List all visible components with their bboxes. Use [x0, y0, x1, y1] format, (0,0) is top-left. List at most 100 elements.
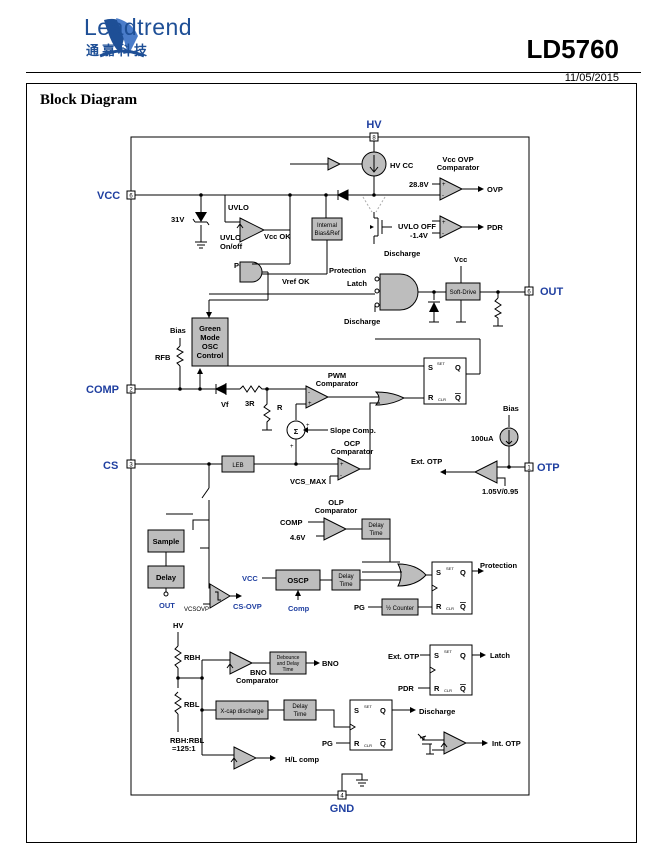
comp-under-label: Comp: [288, 604, 310, 613]
olp-comparator-label-2: Comparator: [315, 506, 358, 515]
leb-label: LEB: [232, 463, 243, 469]
prot-latch-q: Q: [460, 568, 466, 577]
svg-text:3: 3: [129, 463, 133, 469]
pin-out-label: OUT: [540, 286, 564, 298]
svg-text:6: 6: [527, 290, 531, 296]
r3-label: 3R: [245, 399, 255, 408]
protection-or-gate: [397, 563, 427, 587]
out-small-label: OUT: [159, 601, 175, 610]
olp-comparator: [323, 517, 348, 541]
int-otp-comparator: [443, 731, 468, 755]
prot-latch-r: R: [436, 602, 442, 611]
svg-text:8: 8: [372, 136, 376, 142]
green-mode-label-3: OSC: [202, 342, 219, 351]
pg-and-gate: [239, 261, 263, 283]
out-zener-icon: [428, 292, 440, 323]
xcap-latch-s: S: [354, 706, 359, 715]
vcc-ok-label: Vcc OK: [264, 232, 291, 241]
bno-label: BNO: [322, 659, 339, 668]
sample-label: Sample: [153, 537, 180, 546]
latch-clr: CLR: [444, 688, 452, 693]
soft-drive-label: Soft-Drive: [450, 290, 477, 296]
prot-latch-s: S: [436, 568, 441, 577]
bias-otp-label: Bias: [503, 404, 519, 413]
hl-comp-label: H/L comp: [285, 755, 319, 764]
pwm-sr-latch: [423, 357, 467, 405]
uvlo-comparator: [239, 217, 266, 243]
pin-gnd: 4 GND: [330, 790, 355, 815]
vcs-max-label: VCS_MAX: [290, 477, 326, 486]
vcc-ovp-label-2: Comparator: [437, 163, 480, 172]
svg-text:6: 6: [129, 194, 133, 200]
vcc-ovp-comparator: [439, 177, 464, 201]
pin-gnd-label: GND: [330, 803, 355, 815]
svg-text:-: -: [442, 193, 444, 199]
pdr-label: PDR: [487, 223, 503, 232]
olp-delay-label-2: Time: [369, 531, 383, 537]
latch-sr-latch: [429, 644, 473, 696]
xcap-delay-label-1: Delay: [292, 704, 307, 710]
svg-text:+: +: [308, 401, 312, 407]
r-label: R: [277, 403, 283, 412]
ext-otp-latch-label: Ext. OTP: [388, 652, 419, 661]
ext-otp-label: Ext. OTP: [411, 457, 442, 466]
svg-text:+: +: [306, 423, 310, 429]
output-and-gate: [379, 273, 419, 311]
oscp-label: OSCP: [287, 576, 308, 585]
bno-comparator: [229, 651, 254, 675]
svg-text:Σ: Σ: [294, 427, 299, 436]
pg-xcap-label: PG: [322, 739, 333, 748]
pin-hv: 8 HV: [366, 119, 382, 142]
debounce-label-1: Debounce: [277, 655, 300, 661]
int-otp-label: Int. OTP: [492, 739, 521, 748]
pin-vcc-label: VCC: [97, 190, 120, 202]
prot-latch-qbar: Q: [460, 602, 466, 611]
pg-counter-label: PG: [354, 603, 365, 612]
cs-ovp-comparator: [209, 583, 231, 609]
part-number: LD5760: [526, 34, 620, 64]
xcap-delay-label-2: Time: [293, 712, 307, 718]
ocp-comparator-label-1: OCP: [344, 439, 360, 448]
v288-label: 28.8V: [409, 180, 429, 189]
rfb-label: RFB: [155, 353, 171, 362]
pwm-comparator-label-1: PWM: [328, 371, 346, 380]
rbh-label: RBH: [184, 653, 200, 662]
pwm-latch-r: R: [428, 393, 434, 402]
half-counter-label: ½ Counter: [386, 605, 414, 612]
xcap-latch-qbar: Q: [380, 739, 386, 748]
discharge-label: Discharge: [384, 249, 420, 258]
comp-small-label: COMP: [280, 518, 303, 527]
protection-sr-latch: [431, 561, 473, 615]
xcap-latch-q: Q: [380, 706, 386, 715]
cs-ovp-label: CS-OVP: [233, 602, 262, 611]
latch-s: S: [434, 651, 439, 660]
hv-diode-icon: [336, 189, 349, 201]
svg-text:-: -: [308, 390, 310, 396]
v14-label: -1.4V: [410, 231, 428, 240]
green-mode-label-4: Control: [197, 351, 224, 360]
uvlo-onoff-label-1: UVLO: [220, 233, 241, 242]
hl-comparator: [233, 746, 258, 770]
vcsovp-label: VCSOVP: [184, 607, 209, 613]
zener-31v-icon: [192, 195, 210, 249]
pin-out: 6 OUT: [524, 286, 564, 298]
internal-bias-label-2: Bias&Ref: [314, 231, 339, 237]
svg-text:+: +: [290, 444, 294, 450]
uvlo-onoff-label-2: On/off: [220, 242, 243, 251]
protection-label: Protection: [329, 266, 367, 275]
pin-comp-label: COMP: [86, 384, 119, 396]
discharge-out-label: Discharge: [419, 707, 455, 716]
latch-label: Latch: [347, 279, 367, 288]
v31-label: 31V: [171, 215, 184, 224]
latch-q: Q: [460, 651, 466, 660]
debounce-label-2: and Delay: [277, 661, 300, 667]
header-rule: [26, 72, 641, 73]
uvlo-label: UVLO: [228, 203, 249, 212]
green-mode-label-1: Green: [199, 324, 221, 333]
pwm-comparator-label-2: Comparator: [316, 379, 359, 388]
pdr-latch-label: PDR: [398, 684, 414, 693]
hv-current-source-icon: [361, 151, 387, 177]
svg-text:+: +: [442, 220, 446, 226]
bno-comparator-label-1: BNO: [250, 668, 267, 677]
